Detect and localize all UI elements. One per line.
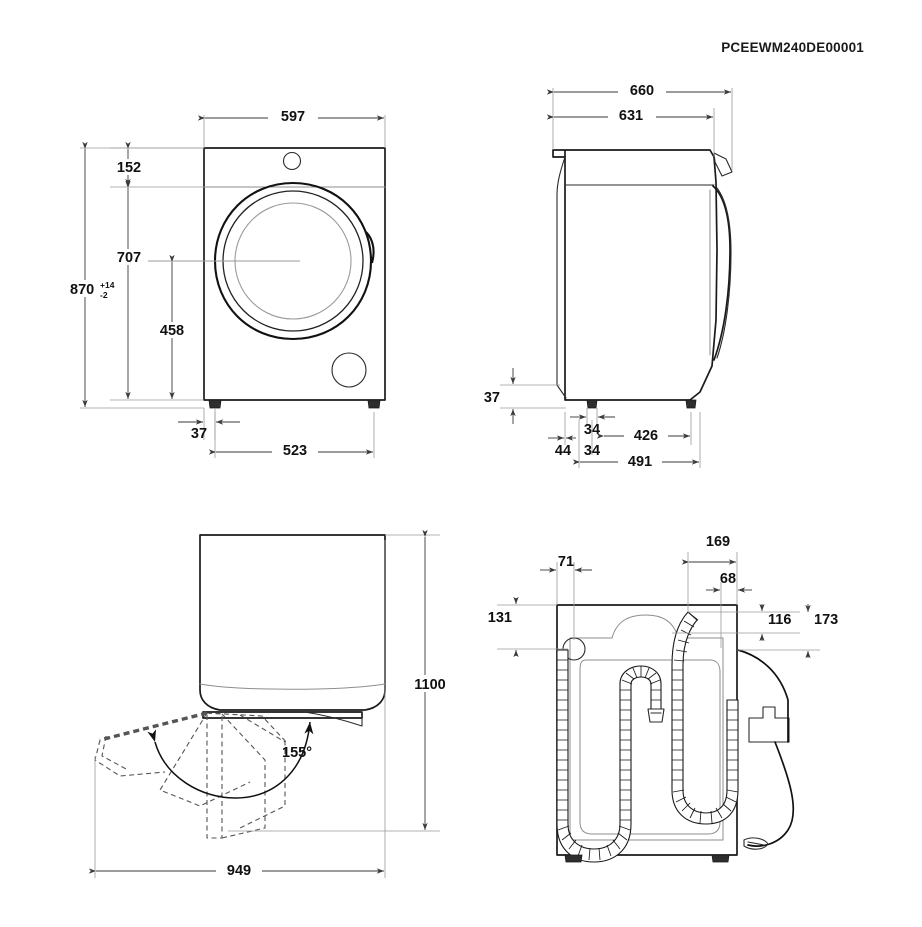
rear-inner-panel-rounded — [579, 659, 721, 835]
dim-870-label-bg — [64, 280, 116, 297]
topview-door-open-outline-b — [101, 735, 129, 771]
topview-door-closed — [202, 711, 363, 719]
dim-491-label: 491 — [628, 454, 652, 470]
dim-631-label: 631 — [619, 108, 643, 124]
dim-949-label: 949 — [227, 863, 251, 879]
dim-707-label-bg — [110, 249, 148, 265]
dim-1100-label-bg — [405, 675, 455, 692]
dim-44-label: 44 — [555, 443, 571, 459]
dim-870-tolerance-plus: +14 — [100, 280, 115, 290]
topview-front-edge-curve — [199, 683, 386, 690]
topview-door-mid-position — [159, 712, 251, 807]
dim-597-label-bg — [268, 107, 318, 124]
rear-drain-hose — [556, 649, 662, 863]
dim-173-label: 173 — [814, 612, 838, 628]
side-front-foot — [586, 399, 598, 409]
side-view-group: 660 631 37 34 44 34 — [484, 81, 733, 470]
rear-power-cord-upper — [737, 649, 789, 743]
dim-426-label-bg — [624, 426, 668, 443]
side-rear-top-lip — [552, 149, 566, 158]
dim-707-label: 707 — [117, 250, 141, 266]
rear-view-group: 71 131 169 68 116 — [488, 532, 838, 863]
rear-right-foot — [711, 854, 730, 863]
topview-cabinet-outline — [199, 534, 386, 711]
topview-swing-arc — [147, 721, 314, 799]
front-view-group: 597 152 707 870 +14 -2 458 — [64, 107, 386, 459]
dim-597-label: 597 — [281, 109, 305, 125]
rear-power-cord-tie-line — [747, 841, 765, 846]
front-left-foot — [208, 399, 222, 409]
dim-169-label: 169 — [706, 534, 730, 550]
side-door-outer-profile — [712, 185, 731, 361]
dim-152-label-bg — [110, 159, 148, 175]
dim-660-label-bg — [618, 81, 666, 98]
dim-426-label: 426 — [634, 428, 658, 444]
rear-power-cord-lower — [747, 741, 795, 847]
dim-68-label: 68 — [720, 571, 736, 587]
dim-angle-155-label: 155° — [282, 745, 312, 761]
topview-door-handle-detail — [304, 711, 363, 727]
rear-inlet-hose — [671, 611, 739, 825]
dim-71-label: 71 — [558, 554, 574, 570]
topview-door-open-position-thick — [99, 711, 208, 742]
dim-523-label-bg — [272, 441, 318, 458]
dim-631-label-bg — [608, 106, 656, 123]
dim-458-label-bg — [153, 322, 191, 338]
dim-152-label: 152 — [117, 160, 141, 176]
dim-949-label-bg — [216, 861, 262, 878]
dim-870-tolerance-minus: -2 — [100, 290, 108, 300]
front-filter-hatch-icon — [331, 352, 367, 388]
topview-door-angled-position — [239, 714, 286, 829]
rear-power-cord-tie — [743, 837, 769, 850]
side-rear-foot — [685, 399, 697, 409]
door-swing-view-group: 155° 1100 949 — [88, 529, 455, 879]
dim-169-label-bg — [694, 532, 740, 549]
dim-870-label: 870 — [70, 282, 94, 298]
dim-116-label: 116 — [768, 612, 791, 628]
dim-37-label: 37 — [191, 426, 207, 442]
front-door-outer-ring — [213, 181, 373, 341]
topview-door-vertical-side — [221, 713, 266, 839]
dim-660-label: 660 — [630, 83, 654, 99]
side-door-inner-profile — [716, 187, 732, 359]
dim-34b-label: 34 — [584, 443, 600, 459]
rear-left-foot — [564, 854, 583, 863]
rear-drain-hose-ribs — [557, 659, 661, 861]
side-cabinet-outline — [552, 149, 718, 401]
dim-37s-label: 37 — [484, 390, 500, 406]
dim-491-label-bg — [618, 452, 662, 469]
drawing-code-label: PCEEWM240DE00001 — [721, 40, 864, 55]
rear-power-plug — [748, 706, 790, 743]
dim-458-label: 458 — [160, 323, 184, 339]
side-door-handle — [713, 152, 733, 177]
rear-inner-panel-shape — [569, 614, 724, 841]
front-panel-button-icon — [282, 151, 302, 171]
rear-inlet-hose-ribs — [672, 612, 739, 824]
rear-drain-hose-spout — [647, 708, 665, 723]
front-door-hinge-detail — [365, 231, 375, 264]
side-rear-panel-curve — [556, 156, 567, 399]
dim-523-label: 523 — [283, 443, 307, 459]
front-cabinet-outline — [203, 147, 386, 401]
dim-131-label: 131 — [488, 610, 512, 626]
topview-door-open-outline-a — [94, 739, 166, 777]
dim-1100-label: 1100 — [414, 677, 445, 693]
front-right-foot — [367, 399, 381, 409]
topview-door-vertical-position — [206, 712, 223, 839]
